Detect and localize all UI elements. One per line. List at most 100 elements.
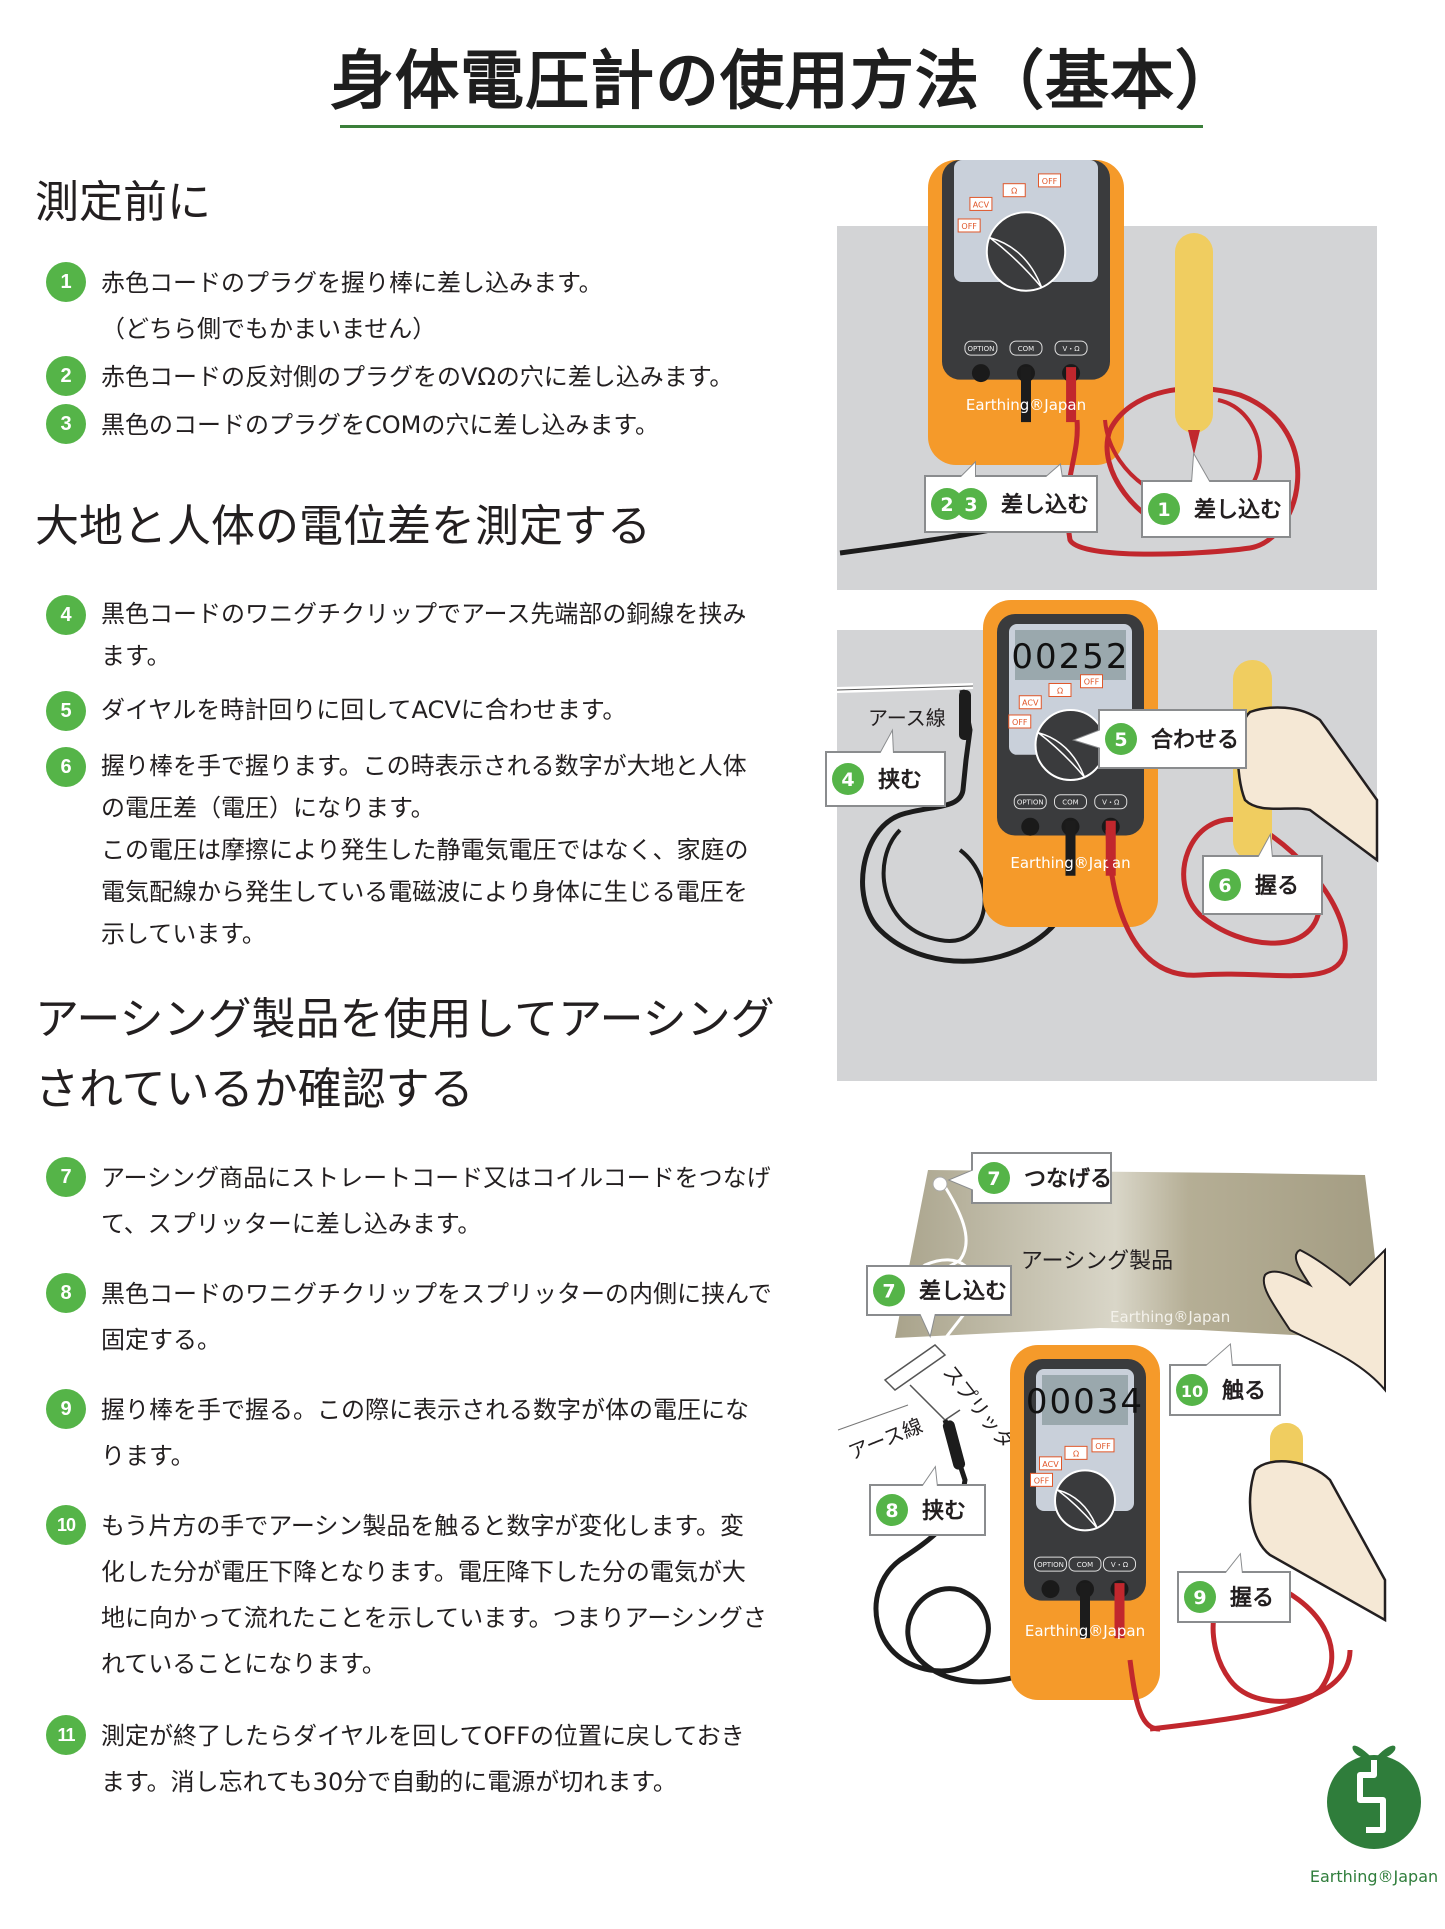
hand-gripping (1248, 1460, 1387, 1623)
step-number-badge: 1 (46, 262, 86, 302)
port-label-box (1054, 340, 1088, 356)
step-8: 8 黒色コードのワニグチクリップをスプリッターの内側に挟んで固定する。 (46, 1271, 806, 1363)
rotary-dial[interactable] (985, 211, 1067, 292)
step-number-badge: 2 (46, 356, 86, 396)
step-9: 9 握り棒を手で握る。この際に表示される数字が体の電圧になります。 (46, 1387, 806, 1479)
port-label-box (1094, 794, 1128, 810)
step-number-badge: 9 (46, 1389, 86, 1429)
callout-pointer-fill (960, 463, 1062, 478)
logo-text: Earthing®Japan (1310, 1867, 1438, 1886)
callout-pointer-fill (1258, 836, 1272, 858)
step-number-badge: 10 (46, 1505, 86, 1545)
callout-number: 4 (841, 769, 854, 791)
callout-label: 握る (1230, 1586, 1274, 1611)
earthing-product-brand: Earthing®Japan (1110, 1308, 1230, 1326)
callout-number: 1 (1157, 499, 1170, 521)
step-number-badge: 3 (46, 404, 86, 444)
step-10: 10 もう片方の手でアーシン製品を触ると数字が変化します。変 化した分が電圧下降… (46, 1503, 806, 1687)
step-text: 地に向かって流れたことを示しています。つまりアーシングさ (101, 1604, 767, 1632)
dial-position-label: ACV (1022, 699, 1039, 708)
step-text: ます。消し忘れても30分で自動的に電源が切れます。 (101, 1768, 677, 1796)
callout-label: 差し込む (919, 1279, 1007, 1305)
dial-position-label: OFF (1012, 718, 1028, 727)
step-text: 固定する。 (101, 1326, 221, 1354)
dial-position-label: OFF (1034, 1476, 1050, 1485)
step-text: の電圧差（電圧）になります。 (101, 794, 435, 822)
callout-number: 3 (964, 494, 977, 516)
step-number-badge: 6 (46, 747, 86, 787)
alligator-clip (959, 690, 971, 740)
port-label: COM (1077, 1561, 1093, 1569)
step-6: 6 握り棒を手で握ります。この時表示される数字が大地と人体 の電圧差（電圧）にな… (46, 745, 806, 955)
port-label: V・Ω (1111, 1561, 1129, 1569)
step-text: ます。 (101, 642, 171, 670)
callout-pointer-fill (950, 1170, 974, 1190)
callout-number: 6 (1218, 875, 1231, 897)
callout-pointer-fill (922, 1468, 937, 1487)
dial-pointer (989, 237, 1043, 289)
callout-label: つなげる (1024, 1167, 1112, 1192)
callout-label: 挟む (878, 768, 922, 793)
port-label-box (1013, 794, 1047, 810)
ground-wire-edge (837, 1404, 909, 1431)
rotary-dial[interactable] (1054, 1469, 1116, 1532)
step-number-badge: 11 (46, 1715, 86, 1755)
callout-pointer-fill (1075, 730, 1101, 748)
port-label: OPTION (1037, 1561, 1064, 1569)
black-plug (1080, 1583, 1090, 1639)
dial-position-label-box (1002, 183, 1026, 198)
step-text: れていることになります。 (101, 1650, 386, 1678)
callout-number-badge (1148, 493, 1180, 525)
dial-position-label: OFF (1084, 678, 1100, 687)
dial-position-label-box (1080, 674, 1103, 689)
port-jack[interactable] (1041, 1580, 1060, 1599)
callout-number-badge (978, 1162, 1010, 1194)
dial-position-label-box (1091, 1438, 1115, 1453)
step-text: 握り棒を手で握る。この際に表示される数字が体の電圧にな (101, 1396, 749, 1424)
rod-plug (1188, 430, 1200, 455)
ground-wire-edge (836, 685, 974, 691)
step-number-badge: 8 (46, 1273, 86, 1313)
port-label-box (964, 340, 998, 356)
port-jack[interactable] (1021, 817, 1040, 836)
step-text: 黒色コードのワニグチクリップをスプリッターの内側に挟んで (101, 1280, 772, 1308)
lcd-screen (1042, 1375, 1128, 1425)
callout-number-badge (1176, 1374, 1208, 1406)
port-label-box (1009, 340, 1043, 356)
step-2: 2 赤色コードの反対側のプラグをのVΩの穴に差し込みます。 (46, 354, 806, 400)
callout-number-badge (832, 763, 864, 795)
dial-position-label-box (1008, 714, 1032, 729)
grip-rod (1175, 233, 1213, 433)
callout-number-badge (931, 488, 963, 520)
step-text: 赤色コードの反対側のプラグをのVΩの穴に差し込みます。 (101, 363, 734, 391)
step-11: 11 測定が終了したらダイヤルを回してOFFの位置に戻しておきます。消し忘れても… (46, 1713, 806, 1805)
port-jack[interactable] (971, 364, 990, 383)
step-1: 1 赤色コードのプラグを握り棒に差し込みます。（どちら側でもかまいません） (46, 260, 806, 352)
callout-number: 2 (940, 494, 953, 516)
black-plug (1065, 820, 1076, 876)
callout-label: 差し込む (1001, 492, 1089, 518)
step-number-badge: 4 (46, 595, 86, 635)
meter-brand: Earthing®Japan (1010, 854, 1130, 872)
dial-pointer (1056, 1489, 1098, 1529)
section-heading-earthing-check-line2: されているか確認する (35, 1064, 474, 1115)
callout-number-badge (1184, 1581, 1216, 1613)
dial-position-label-box (1064, 1445, 1088, 1460)
callout-label: 握る (1255, 874, 1299, 899)
section-heading-earthing-check-line1: アーシング製品を使用してアーシング (35, 994, 775, 1045)
step-7: 7 アーシング商品にストレートコード又はコイルコードをつなげて、スプリッターに差… (46, 1155, 806, 1247)
step-text: 黒色のコードのプラグをCOMの穴に差し込みます。 (101, 411, 659, 439)
earthing-product-label: アーシング製品 (1021, 1249, 1173, 1274)
meter-brand: Earthing®Japan (966, 396, 1086, 414)
callout-number-badge (873, 1274, 905, 1307)
